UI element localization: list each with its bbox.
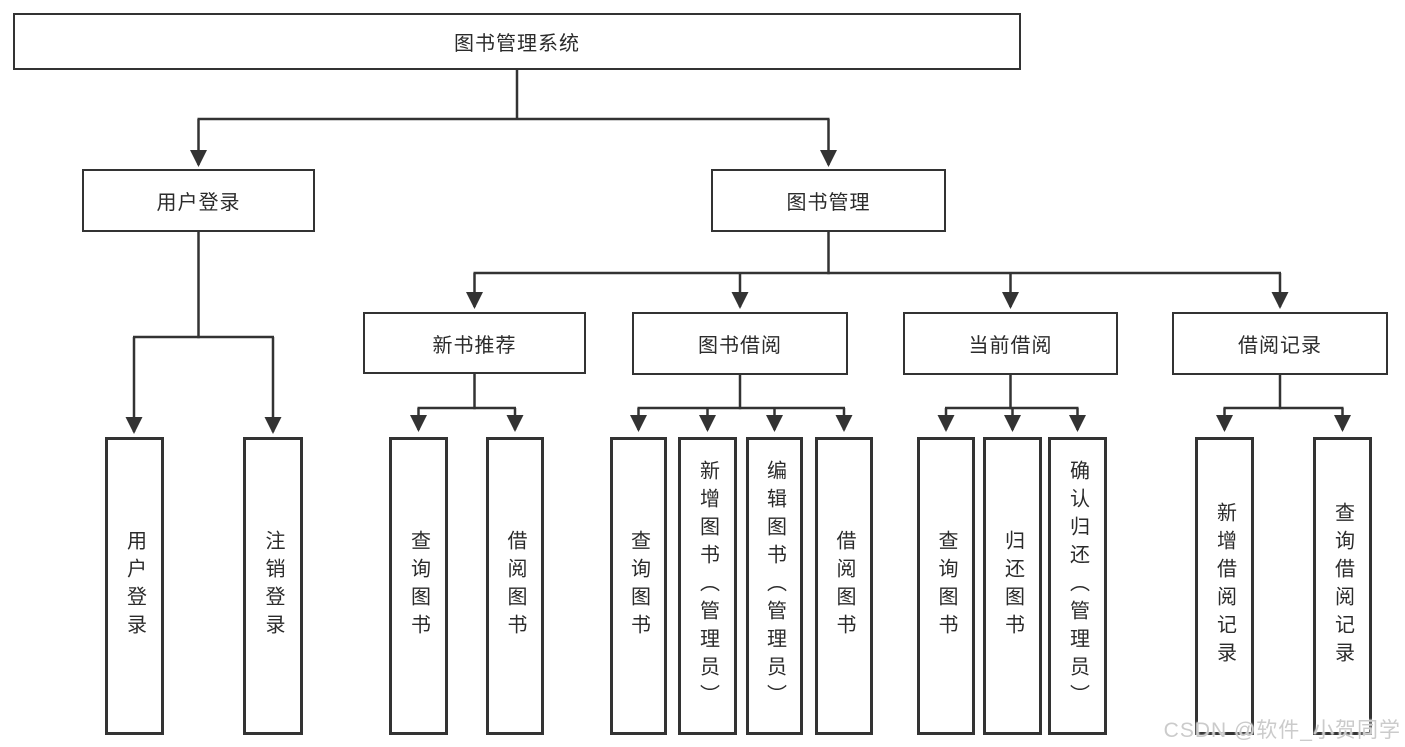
- node-borrowing-records: 借阅记录: [1172, 312, 1388, 375]
- leaf-query-borrow-record: 查询借阅记录: [1313, 437, 1372, 735]
- leaf-user-login: 用户登录: [105, 437, 164, 735]
- node-library-management-system: 图书管理系统: [13, 13, 1021, 70]
- leaf-borrow-books-borrowing: 借阅图书: [815, 437, 873, 735]
- node-book-borrowing: 图书借阅: [632, 312, 848, 375]
- leaf-query-books-current: 查询图书: [917, 437, 975, 735]
- csdn-watermark: CSDN @软件_小贺同学: [1163, 719, 1401, 742]
- leaf-edit-books-admin: 编辑图书（管理员）: [746, 437, 803, 735]
- leaf-logout: 注销登录: [243, 437, 303, 735]
- leaf-return-books: 归还图书: [983, 437, 1042, 735]
- leaf-add-borrow-record: 新增借阅记录: [1195, 437, 1254, 735]
- leaf-query-books-recommend: 查询图书: [389, 437, 448, 735]
- leaf-add-books-admin: 新增图书（管理员）: [678, 437, 737, 735]
- node-user-login: 用户登录: [82, 169, 315, 232]
- leaf-borrow-books-recommend: 借阅图书: [486, 437, 544, 735]
- node-current-borrowing: 当前借阅: [903, 312, 1118, 375]
- node-new-book-recommendation: 新书推荐: [363, 312, 586, 374]
- leaf-query-books-borrowing: 查询图书: [610, 437, 667, 735]
- leaf-confirm-return-admin: 确认归还（管理员）: [1048, 437, 1107, 735]
- node-book-management: 图书管理: [711, 169, 946, 232]
